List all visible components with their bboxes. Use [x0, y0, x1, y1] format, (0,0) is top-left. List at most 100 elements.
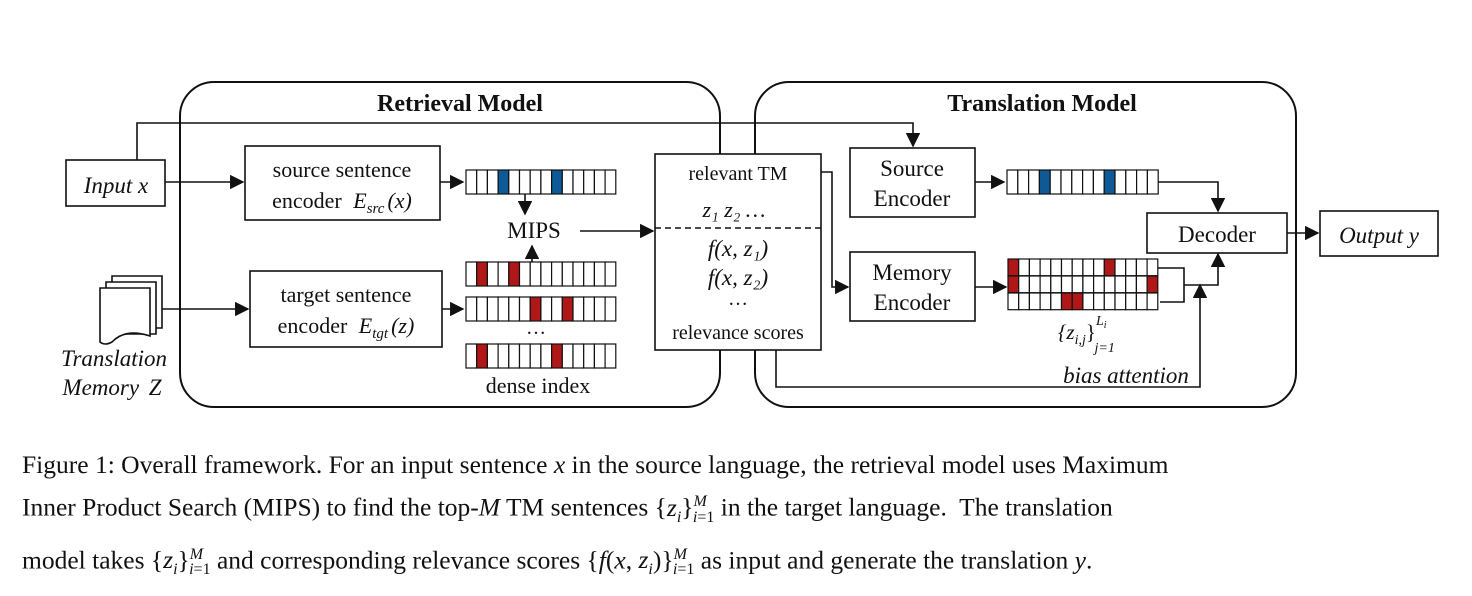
- memory-grid-row-3-cell: [1114, 292, 1127, 311]
- figure-caption: Figure 1: Overall framework. For an inpu…: [22, 446, 1458, 588]
- dense-index-label: dense index: [486, 373, 590, 398]
- index-vector-3-cell: [508, 343, 521, 369]
- memory-grid-row-1-cell: [1071, 258, 1084, 277]
- index-vector-1-cell: [550, 261, 563, 287]
- input-box: [65, 159, 166, 207]
- index-vector-2-cell: [550, 296, 563, 322]
- source-vector-cell: [1081, 169, 1094, 195]
- index-vector-1-cell: [529, 261, 542, 287]
- query-vector-cell: [550, 169, 563, 195]
- index-vector-2-cell: [604, 296, 617, 322]
- memory-grid-row-3-cell: [1039, 292, 1052, 311]
- memory-grid-row-3-cell: [1092, 292, 1105, 311]
- index-vector-2-cell: [583, 296, 596, 322]
- query-vector-cell: [497, 169, 510, 195]
- index-ellipsis: …: [526, 317, 546, 339]
- input-label: Input x: [83, 173, 149, 198]
- memory-grid-row-3-cell: [1146, 292, 1159, 311]
- dense-index-vectors: [465, 261, 617, 369]
- memory-set-brace: {z: [1058, 320, 1075, 344]
- source-vector-cell: [1092, 169, 1105, 195]
- memory-grid-row-1-cell: [1007, 258, 1020, 277]
- index-vector-3-cell: [572, 343, 585, 369]
- translation-memory-label-line2: Memory Z: [61, 375, 161, 400]
- index-vector-2-cell: [486, 296, 499, 322]
- retrieval-model-title: Retrieval Model: [377, 91, 543, 117]
- relevance-scores-label: relevance scores: [672, 322, 804, 344]
- memory-grid-row-2-cell: [1039, 275, 1052, 294]
- query-vector-cell: [529, 169, 542, 195]
- query-vector-cell: [486, 169, 499, 195]
- memory-grid-row-2-cell: [1114, 275, 1127, 294]
- index-vector-3-cell: [518, 343, 531, 369]
- relevant-tm-items: z₁ z₂ …: [702, 197, 766, 222]
- index-vector-3-cell: [465, 343, 478, 369]
- relevance-score-2: f(x, z₂): [708, 265, 768, 290]
- input-to-source-encoder-arrow: [136, 122, 921, 160]
- index-vector-2-cell: [572, 296, 585, 322]
- memory-grid-row-1-cell: [1082, 258, 1095, 277]
- memory-grid-row-1-cell: [1114, 258, 1127, 277]
- source-encoding-vector: [1006, 169, 1159, 195]
- index-vector-3-cell: [593, 343, 606, 369]
- source-vector-cell: [1006, 169, 1019, 195]
- index-vector-1-cell: [583, 261, 596, 287]
- source-vector-to-decoder-arrow: [1158, 181, 1226, 213]
- query-vector-cell: [561, 169, 574, 195]
- index-vector-3-cell: [604, 343, 617, 369]
- query-vector-cell: [583, 169, 596, 195]
- source-vector-cell: [1146, 169, 1159, 195]
- relevant-tm-box: [654, 153, 822, 351]
- memory-to-decoder-arrow: [1184, 252, 1226, 286]
- memory-grid-row-1-cell: [1060, 258, 1073, 277]
- memory-grid-row-3-cell: [1007, 292, 1020, 311]
- memory-grid-row-2-cell: [1060, 275, 1073, 294]
- source-encoder-label-2: Encoder: [874, 186, 951, 211]
- index-vector-3-cell: [497, 343, 510, 369]
- memory-set-brace-close: }: [1086, 320, 1096, 344]
- index-vector-1-cell: [497, 261, 510, 287]
- relevance-ellipsis: …: [728, 288, 748, 310]
- memory-grid-row-3-cell: [1028, 292, 1041, 311]
- index-vector-1-cell: [593, 261, 606, 287]
- memory-grid-row-3-cell: [1103, 292, 1116, 311]
- source-vector-cell: [1135, 169, 1148, 195]
- translation-model-title: Translation Model: [947, 91, 1137, 117]
- source-encoder-word: encoder: [272, 188, 342, 213]
- memory-grid-row-2-cell: [1103, 275, 1116, 294]
- source-vector-cell: [1060, 169, 1073, 195]
- index-vector-3-cell: [540, 343, 553, 369]
- memory-grid-bracket: [1158, 267, 1185, 303]
- memory-grid-row-1-cell: [1018, 258, 1031, 277]
- index-vector-2-cell: [561, 296, 574, 322]
- source-encoder-label-1: Source: [880, 156, 944, 181]
- memory-encoding-grid: [1007, 258, 1159, 311]
- index-vector-2-cell: [465, 296, 478, 322]
- source-encoder-line2: encoder Esrc(x): [272, 188, 412, 217]
- translation-memory-word: Memory: [61, 375, 139, 400]
- translation-memory-icon: [99, 275, 163, 345]
- memory-grid-row-1-cell: [1028, 258, 1041, 277]
- query-vector-cell: [572, 169, 585, 195]
- output-label: Output y: [1339, 223, 1420, 248]
- memory-grid-row-1-cell: [1039, 258, 1052, 277]
- memory-grid-row-1-cell: [1146, 258, 1159, 277]
- translation-memory-label-line1: Translation: [61, 346, 167, 371]
- source-vector-cell: [1027, 169, 1040, 195]
- source-encoder-func-sub: src: [367, 201, 385, 217]
- query-vector-cell: [476, 169, 489, 195]
- target-encoder-arg: (z): [391, 313, 414, 338]
- index-vector-1-cell: [518, 261, 531, 287]
- memory-grid-row-2-cell: [1071, 275, 1084, 294]
- query-vector-cell: [593, 169, 606, 195]
- source-encoder-func: E: [352, 188, 367, 213]
- index-vector-3-cell: [486, 343, 499, 369]
- source-vector-cell: [1114, 169, 1127, 195]
- relevant-tm-title: relevant TM: [688, 163, 787, 185]
- query-vector-cell: [540, 169, 553, 195]
- memory-set-range: j=1: [1093, 341, 1115, 356]
- memory-set-sup-i: i: [1104, 320, 1107, 331]
- memory-grid-row-2-cell: [1018, 275, 1031, 294]
- index-vector-2-cell: [508, 296, 521, 322]
